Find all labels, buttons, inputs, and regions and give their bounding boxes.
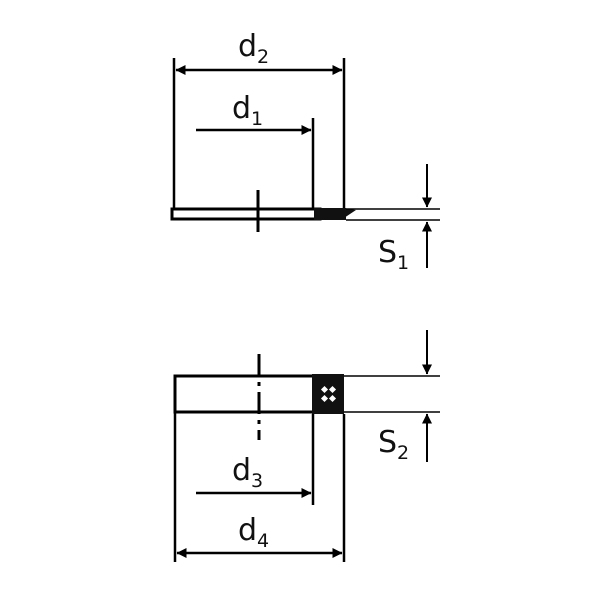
washer-seal-section (314, 208, 346, 220)
seal-cross-hatch-icon (320, 385, 337, 403)
washer-thick-view: d3 d4 S2 (173, 330, 440, 562)
d1-label: d1 (232, 91, 263, 130)
d2-label: d2 (238, 29, 269, 68)
thick-washer-body (173, 374, 317, 414)
washer-flat-view: d2 d1 S1 (170, 29, 440, 274)
s2-label: S2 (378, 425, 409, 464)
d3-label: d3 (232, 453, 263, 492)
s1-label: S1 (378, 235, 409, 274)
washer-body (170, 207, 322, 221)
thick-washer-seal-section (312, 374, 344, 414)
washer-seal-lip (344, 208, 356, 218)
d4-label: d4 (238, 513, 269, 552)
